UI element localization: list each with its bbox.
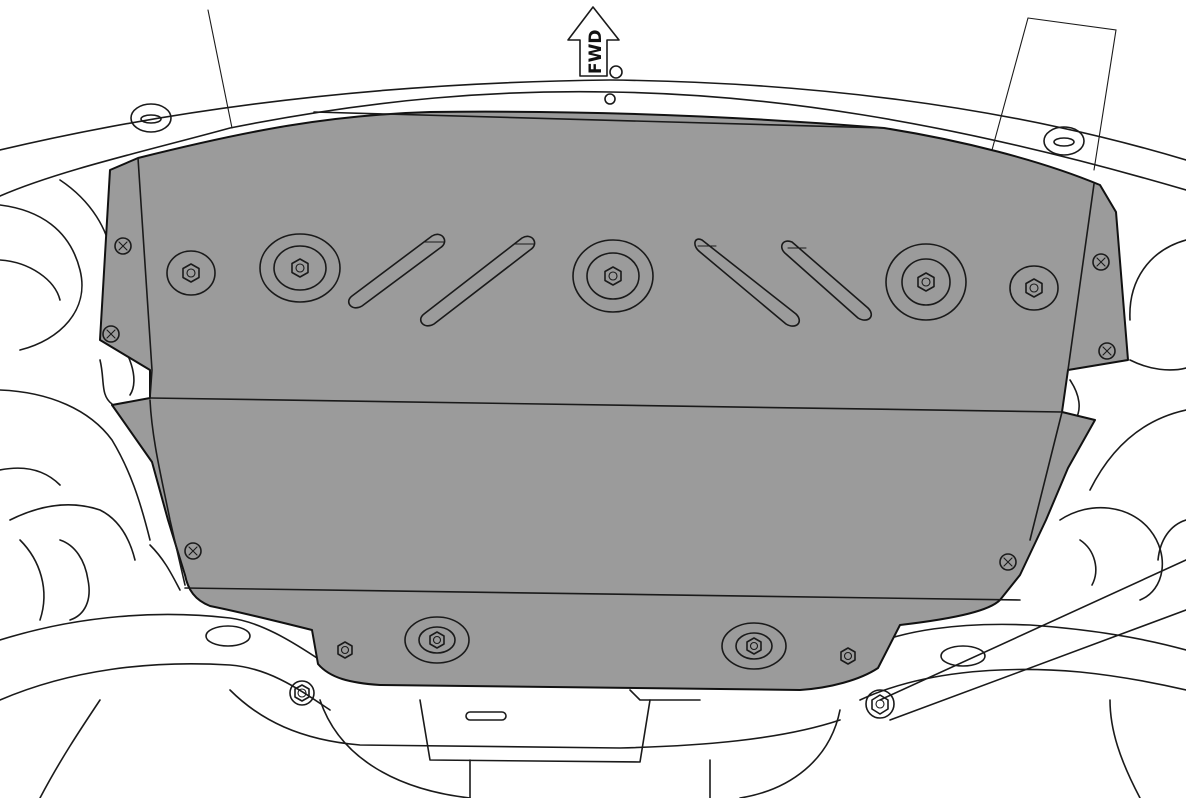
hex-bolt <box>291 258 309 278</box>
subframe-bolt-left <box>289 680 315 706</box>
phillips-screw-icon <box>999 553 1017 571</box>
hex-bolt <box>746 637 762 655</box>
hex-bolt <box>840 647 856 665</box>
phillips-screw-icon <box>114 237 132 255</box>
hex-bolts <box>182 258 1043 665</box>
hex-bolt <box>1025 278 1043 298</box>
hex-bolt <box>917 272 935 292</box>
phillips-screws <box>102 237 1116 571</box>
up-arrow-icon <box>567 6 620 77</box>
phillips-screw-icon <box>184 542 202 560</box>
hex-bolt <box>429 631 445 649</box>
phillips-screw-icon <box>1092 253 1110 271</box>
subframe-bolt-right <box>865 689 895 719</box>
forward-direction-arrow: FWD <box>567 6 620 77</box>
mounting-bosses <box>166 233 1059 670</box>
hex-bolt <box>604 266 622 286</box>
hex-bolt <box>182 263 200 283</box>
skid-plate <box>99 110 1129 691</box>
phillips-screw-icon <box>1098 342 1116 360</box>
ventilation-slots <box>347 233 873 327</box>
direction-label: FWD <box>586 30 606 74</box>
phillips-screw-icon <box>102 325 120 343</box>
hex-bolt <box>337 641 353 659</box>
